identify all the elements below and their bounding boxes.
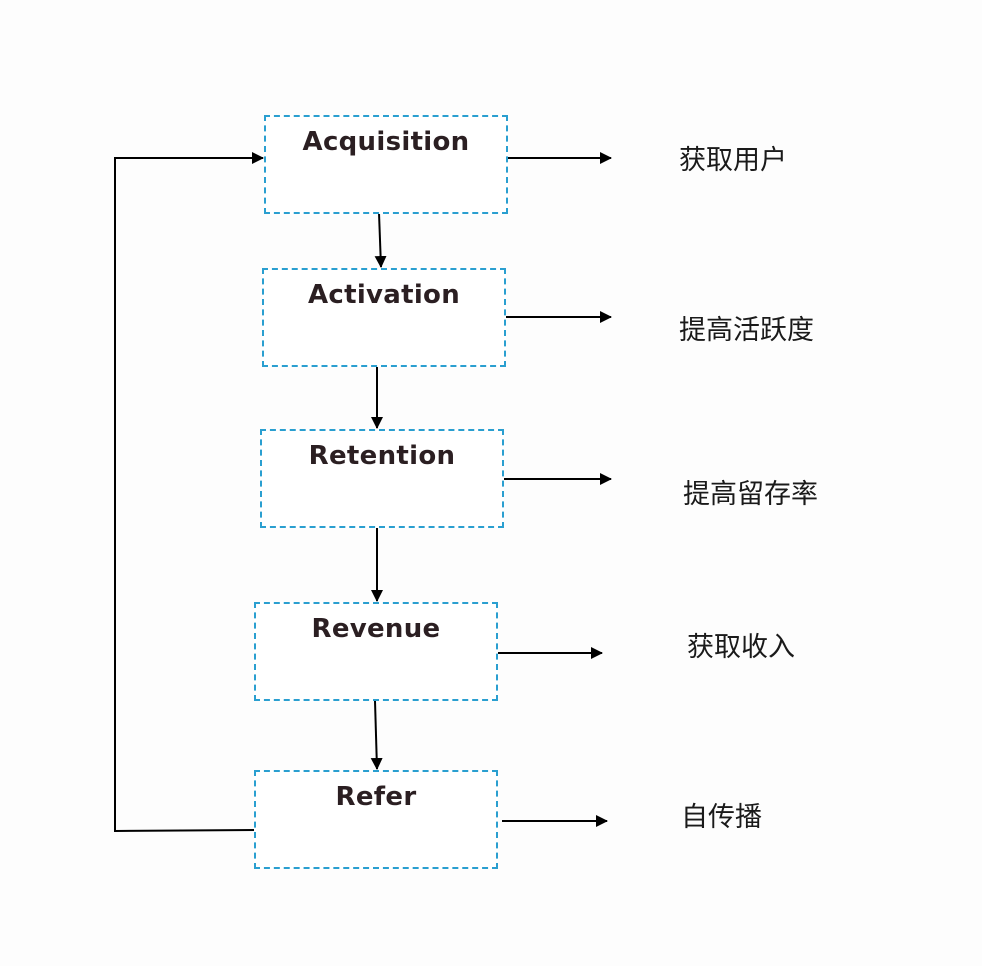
stage-box-acquisition: Acquisition [264, 115, 508, 214]
goal-label-revenue: 获取收入 [687, 632, 795, 663]
stage-box-revenue: Revenue [254, 602, 498, 701]
stage-box-activation: Activation [262, 268, 506, 367]
stage-label-refer: Refer [335, 782, 417, 812]
goal-label-acquisition: 获取用户 [679, 145, 787, 176]
stage-box-retention: Retention [260, 429, 504, 528]
stage-label-activation: Activation [307, 280, 461, 310]
arrow-acquisition-to-activation [374, 212, 387, 268]
arrow-revenue-to-refer [370, 700, 383, 770]
goal-label-activation: 提高活跃度 [679, 315, 814, 346]
stage-box-refer: Refer [254, 770, 498, 869]
stage-label-retention: Retention [308, 441, 456, 471]
feedback-loop-arrow [114, 152, 264, 833]
goal-label-refer: 自传播 [681, 802, 762, 833]
stage-label-revenue: Revenue [311, 614, 441, 644]
goal-label-retention: 提高留存率 [683, 479, 818, 510]
stage-label-acquisition: Acquisition [302, 127, 470, 157]
